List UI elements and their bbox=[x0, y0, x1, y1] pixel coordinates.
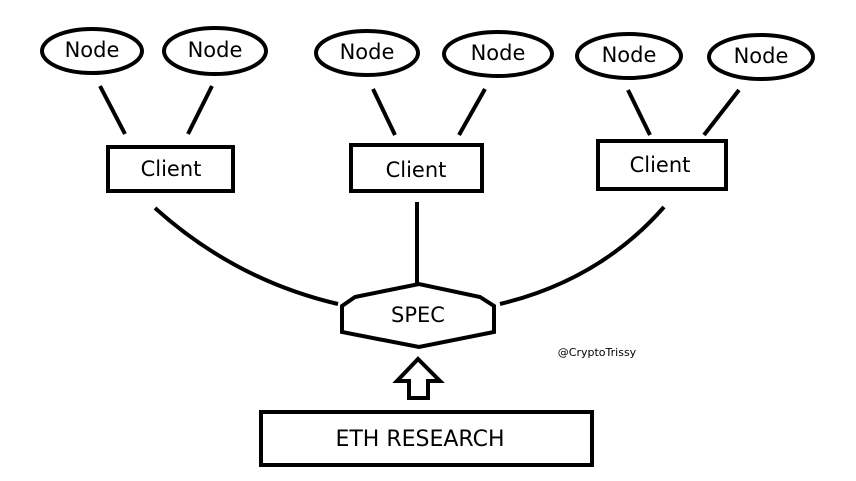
connector-client-1-spec bbox=[153, 206, 339, 306]
node-6: Node bbox=[707, 33, 815, 81]
node-1-ellipse bbox=[40, 27, 144, 75]
eth-research: ETH RESEARCH bbox=[259, 410, 594, 467]
up-arrow-icon bbox=[392, 356, 445, 400]
node-2: Node bbox=[162, 26, 268, 76]
node-1: Node bbox=[40, 27, 144, 75]
client-1: Client bbox=[106, 145, 235, 193]
node-4-ellipse bbox=[442, 30, 554, 78]
node-3-label: Node bbox=[340, 40, 395, 64]
node-4-label: Node bbox=[471, 41, 526, 65]
connector-node-5-client-3 bbox=[626, 89, 652, 136]
node-6-ellipse bbox=[707, 33, 815, 81]
node-1-label: Node bbox=[65, 38, 120, 62]
node-group: Node Node Node Node Node Node bbox=[40, 26, 815, 81]
client-1-label: Client bbox=[141, 157, 202, 181]
spec-label: SPEC bbox=[391, 303, 445, 327]
node-5: Node bbox=[575, 32, 683, 80]
connector-node-1-client-1 bbox=[98, 85, 127, 135]
node-5-label: Node bbox=[602, 43, 657, 67]
client-3-label: Client bbox=[630, 153, 691, 177]
watermark-text: @CryptoTrissy bbox=[558, 346, 637, 359]
connector-node-3-client-2 bbox=[371, 88, 397, 136]
connector-node-2-client-1 bbox=[186, 85, 214, 135]
node-2-label: Node bbox=[188, 38, 243, 62]
node-2-ellipse bbox=[162, 26, 268, 76]
node-4: Node bbox=[442, 30, 554, 78]
spec: SPEC bbox=[340, 281, 496, 350]
client-group: Client Client Client bbox=[106, 139, 728, 193]
eth-research-label: ETH RESEARCH bbox=[335, 427, 504, 452]
node-3-ellipse bbox=[314, 29, 420, 77]
connector-node-6-client-3 bbox=[702, 88, 741, 137]
client-2-box bbox=[349, 143, 484, 193]
client-3: Client bbox=[596, 139, 728, 191]
client-2: Client bbox=[349, 143, 484, 193]
node-5-ellipse bbox=[575, 32, 683, 80]
connector-client-3-spec bbox=[499, 205, 666, 306]
client-2-label: Client bbox=[386, 158, 447, 182]
client-spec-connectors bbox=[153, 202, 666, 306]
spec-hexagon bbox=[340, 281, 496, 350]
connector-node-4-client-2 bbox=[457, 88, 487, 136]
node-6-label: Node bbox=[734, 44, 789, 68]
eth-research-box bbox=[259, 410, 594, 467]
node-client-connectors bbox=[98, 85, 741, 137]
node-3: Node bbox=[314, 29, 420, 77]
client-1-box bbox=[106, 145, 235, 193]
client-3-box bbox=[596, 139, 728, 191]
